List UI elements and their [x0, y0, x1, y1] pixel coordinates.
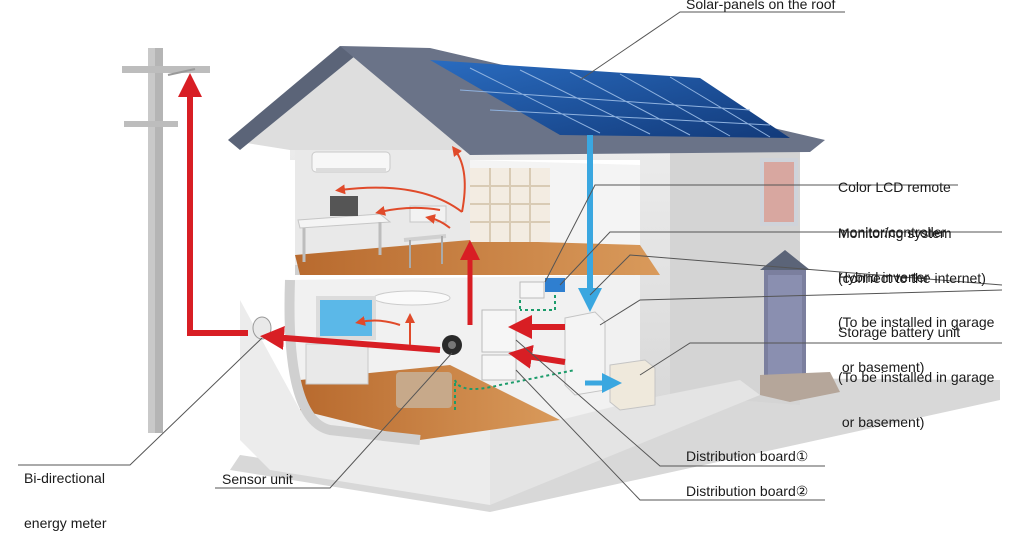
power-flows [178, 73, 622, 410]
label-inverter-line: or basement) [838, 359, 925, 375]
label-lcd-remote-line: Color LCD remote [838, 179, 951, 195]
bookshelf [470, 168, 550, 242]
leader-lines [18, 11, 1003, 501]
label-battery: Storage battery unit (To be installed in… [838, 295, 994, 445]
label-solar-panels: Solar-panels on the roof [686, 0, 836, 12]
label-meter: Bi-directional energy meter [24, 441, 106, 546]
ceiling-lamp-lower [373, 290, 451, 306]
sofa [396, 372, 452, 408]
side-door [760, 250, 810, 380]
inverter-to-board-2-arrow [508, 344, 566, 369]
label-sensor: Sensor unit [222, 471, 293, 487]
label-meter-line: energy meter [24, 515, 107, 531]
label-inverter-line: (To be installed in garage [838, 314, 995, 330]
grid-export-arrow [178, 73, 248, 336]
label-monitoring: Monitoring system (connect to the intern… [838, 196, 986, 301]
lcd-remote-device [519, 281, 545, 299]
label-battery-line: (To be installed in garage [838, 369, 995, 385]
distribution-board-1 [481, 309, 517, 353]
label-lcd-remote-line: monitor/controller [838, 224, 947, 240]
label-lcd-remote: Color LCD remote monitor/controller [838, 150, 951, 255]
utility-pole [122, 48, 210, 433]
desk [297, 196, 392, 262]
label-distribution-board-2: Distribution board② [686, 483, 809, 499]
label-battery-line: or basement) [838, 414, 925, 430]
data-link [454, 369, 576, 410]
label-monitoring-line: (connect to the internet) [838, 270, 986, 286]
label-meter-line: Bi-directional [24, 470, 105, 486]
roof [228, 46, 825, 155]
door-steps [760, 372, 840, 402]
label-distribution-board-1: Distribution board① [686, 448, 809, 464]
distribution-board-2 [481, 354, 517, 381]
label-inverter-line: Hybrid inverter [838, 269, 930, 285]
air-conditioner [311, 151, 391, 173]
label-monitoring-line: Monitoring system [838, 225, 952, 241]
label-battery-line: Storage battery unit [838, 324, 961, 340]
side-window [760, 158, 798, 226]
energy-meter [252, 316, 272, 340]
storage-battery [609, 359, 656, 411]
solar-panels [430, 60, 790, 138]
television [305, 296, 376, 385]
monitoring-device [545, 278, 565, 292]
meter-feed-arrow [260, 325, 441, 353]
label-inverter: Hybrid inverter (To be installed in gara… [838, 240, 994, 390]
